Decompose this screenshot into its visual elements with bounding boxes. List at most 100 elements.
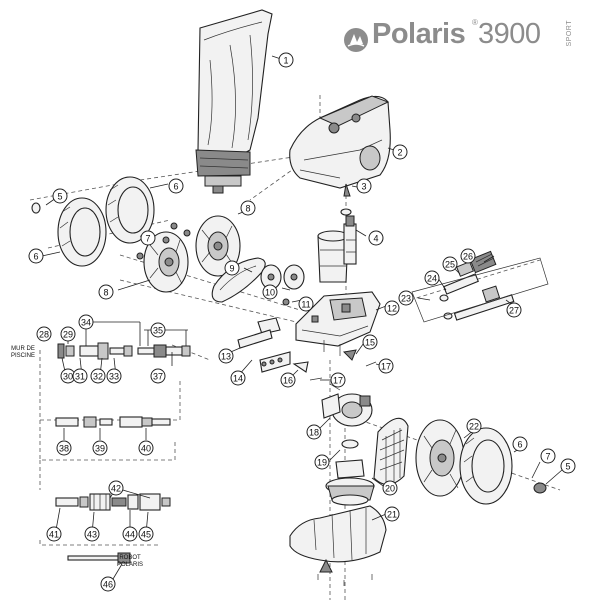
callout-circle (78, 314, 94, 330)
callout-number: 44 (125, 530, 135, 540)
callout-circle (382, 480, 398, 496)
callout-circle (52, 188, 68, 204)
callout-circle (356, 178, 372, 194)
callout-number: 34 (81, 318, 91, 328)
callout-number: 22 (469, 422, 479, 432)
callout-circle (140, 230, 156, 246)
left-wheel-outer (143, 231, 189, 293)
callout-circle (442, 256, 458, 272)
callout-4: 4 (368, 230, 384, 246)
callout-number: 8 (245, 204, 250, 214)
callout-number: 38 (59, 444, 69, 454)
callout-6: 6 (512, 436, 528, 452)
gear-pulleys (260, 264, 305, 290)
callout-circle (100, 576, 116, 592)
callout-7: 7 (140, 230, 156, 246)
callout-circle (224, 260, 240, 276)
callout-number: 23 (401, 294, 411, 304)
callout-number: 2 (397, 148, 402, 158)
callout-number: 33 (109, 372, 119, 382)
callout-number: 19 (317, 458, 327, 468)
callout-number: 17 (333, 376, 343, 386)
callout-38: 38 (56, 440, 72, 456)
callout-17: 17 (378, 358, 394, 374)
callout-circle (314, 454, 330, 470)
callout-6: 6 (168, 178, 184, 194)
wall-label-line-2: PISCINE (10, 353, 35, 359)
callout-circle (330, 372, 346, 388)
callout-5: 5 (560, 458, 576, 474)
callout-number: 39 (95, 444, 105, 454)
callout-number: 15 (365, 338, 375, 348)
callout-number: 5 (57, 192, 62, 202)
edition-label: SPORT (566, 20, 573, 47)
callout-circle (392, 144, 408, 160)
callout-21: 21 (384, 506, 400, 522)
robot-label: ROBOT POLARIS (112, 555, 148, 569)
callout-circle (218, 348, 234, 364)
callout-circle (512, 436, 528, 452)
callout-circle (56, 440, 72, 456)
callout-number: 35 (153, 326, 163, 336)
callout-8: 8 (240, 200, 256, 216)
callout-circle (98, 284, 114, 300)
callout-number: 30 (63, 372, 73, 382)
callout-circle (278, 52, 294, 68)
callout-number: 17 (381, 362, 391, 372)
callout-18: 18 (306, 424, 322, 440)
callout-13: 13 (218, 348, 234, 364)
callout-number: 6 (173, 182, 178, 192)
bushing-and-nozzle (325, 439, 375, 506)
callout-number: 27 (509, 306, 519, 316)
callout-circle (36, 326, 52, 342)
callout-20: 20 (382, 480, 398, 496)
callout-41: 41 (46, 526, 62, 542)
sweep-hose-parts (411, 250, 549, 323)
callout-circle (424, 270, 440, 286)
callout-11: 11 (298, 296, 314, 312)
callout-number: 6 (33, 252, 38, 262)
bottom-skirt (289, 505, 387, 586)
callout-circle (240, 200, 256, 216)
callout-circle (230, 370, 246, 386)
callout-15: 15 (362, 334, 378, 350)
callout-35: 35 (150, 322, 166, 338)
callout-circle (560, 458, 576, 474)
callout-34: 34 (78, 314, 94, 330)
callout-31: 31 (72, 368, 88, 384)
water-pump-assembly (317, 183, 357, 283)
callout-circle (384, 506, 400, 522)
callout-circle (84, 526, 100, 542)
callout-circle (150, 322, 166, 338)
callout-43: 43 (84, 526, 100, 542)
sweep-filter-screen (373, 417, 409, 486)
callout-number: 11 (301, 300, 310, 310)
callout-number: 25 (445, 260, 455, 270)
callout-number: 21 (387, 510, 397, 520)
callout-number: 41 (49, 530, 59, 540)
callout-circle (262, 284, 278, 300)
callout-number: 45 (141, 530, 151, 540)
callout-circle (540, 448, 556, 464)
callout-circle (122, 526, 138, 542)
callout-circle (46, 526, 62, 542)
callout-8: 8 (98, 284, 114, 300)
callout-number: 26 (463, 252, 473, 262)
callout-44: 44 (122, 526, 138, 542)
callout-number: 7 (145, 234, 150, 244)
callout-46: 46 (100, 576, 116, 592)
axle-nut (533, 482, 547, 494)
brand-name: Polaris (372, 18, 466, 50)
callout-number: 43 (87, 530, 97, 540)
callout-1: 1 (278, 52, 294, 68)
callout-37: 37 (150, 368, 166, 384)
callout-45: 45 (138, 526, 154, 542)
callout-33: 33 (106, 368, 122, 384)
callout-number: 12 (387, 304, 397, 314)
callout-number: 1 (283, 56, 288, 66)
callout-circle (362, 334, 378, 350)
callout-circle (138, 526, 154, 542)
registered-mark: ® (472, 18, 478, 27)
